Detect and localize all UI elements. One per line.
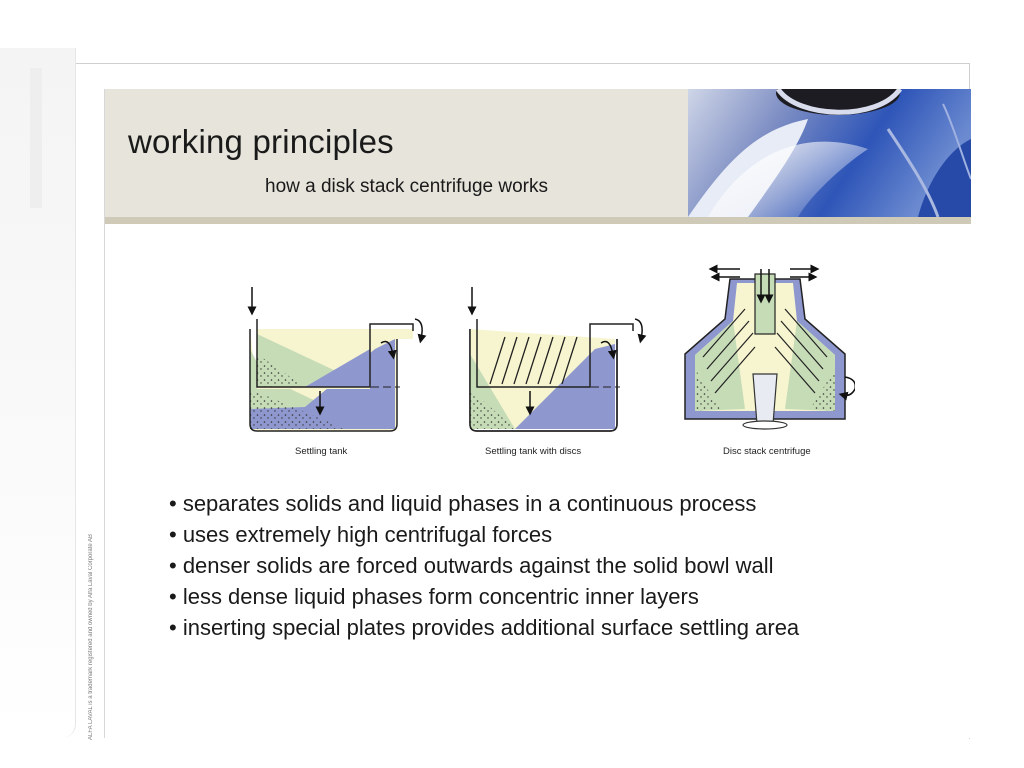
copyright-notice: ALFA LAVAL is a trademark registered and… <box>88 540 102 740</box>
header-rule <box>105 217 971 224</box>
bullet-item: • denser solids are forced outwards agai… <box>169 550 959 581</box>
caption-settling-tank-discs: Settling tank with discs <box>485 446 581 457</box>
disc-stack-centrifuge-diagram: Disc stack centrifuge <box>685 269 855 457</box>
bullet-item: • separates solids and liquid phases in … <box>169 488 959 519</box>
caption-settling-tank: Settling tank <box>295 446 348 457</box>
caption-disc-stack-centrifuge: Disc stack centrifuge <box>723 446 811 457</box>
bullet-item: • less dense liquid phases form concentr… <box>169 581 959 612</box>
slide: working principles how a disk stack cent… <box>104 89 971 738</box>
slide-subtitle: how a disk stack centrifuge works <box>265 176 548 198</box>
bullet-list: • separates solids and liquid phases in … <box>169 488 959 643</box>
background-left-panel <box>0 48 76 738</box>
slide-title: working principles <box>128 123 394 161</box>
background-shade <box>30 68 42 208</box>
bullet-item: • inserting special plates provides addi… <box>169 612 959 643</box>
settling-tank-diagram: Settling tank <box>250 287 422 457</box>
principle-diagrams: Settling tank Set <box>235 259 855 464</box>
centrifuge-header-photo <box>688 89 971 217</box>
bullet-item: • uses extremely high centrifugal forces <box>169 519 959 550</box>
settling-tank-discs-diagram: Settling tank with discs <box>470 287 642 457</box>
